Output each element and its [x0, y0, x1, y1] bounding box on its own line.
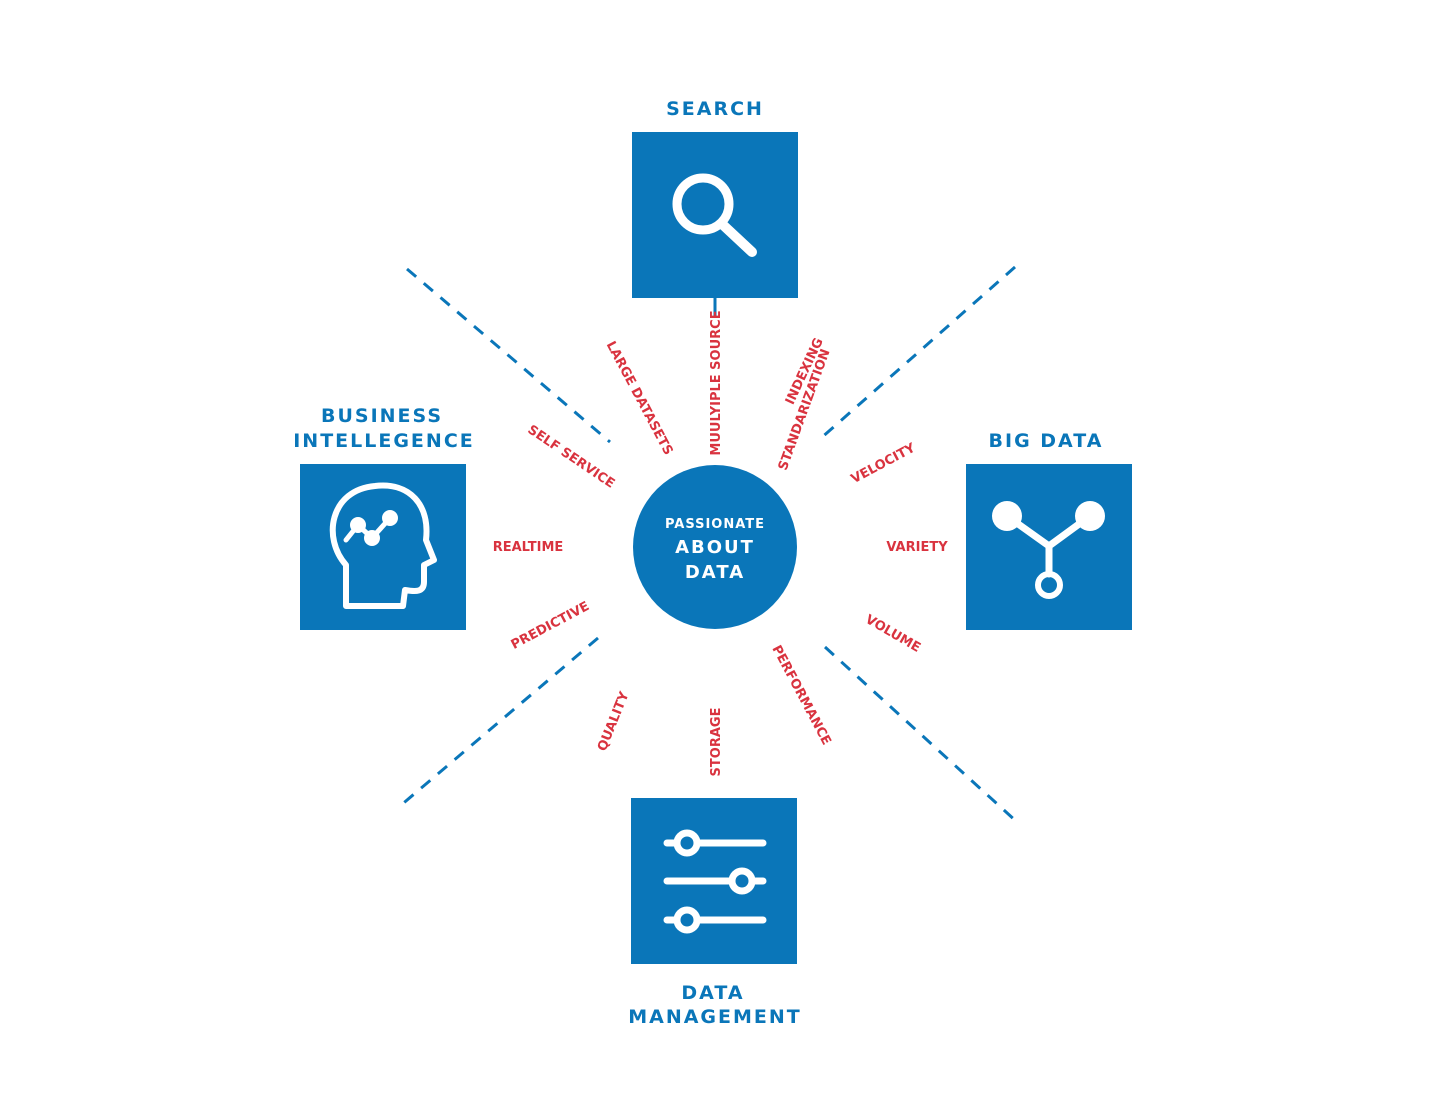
bi-title-line2: INTELLEGENCE [293, 430, 475, 452]
bi-title-line1: BUSINESS [321, 405, 443, 427]
tag-multiple-source: MUULYIPLE SOURCE [709, 310, 724, 455]
sliders-icon [663, 829, 767, 934]
center-line1: PASSIONATE [665, 517, 765, 532]
dashed-line-bottom-left [399, 636, 599, 808]
head-analytics-icon [329, 482, 437, 609]
search-title: SEARCH [666, 98, 764, 120]
dm-title-line1: DATA [681, 982, 744, 1004]
tag-predictive: PREDICTIVE [509, 599, 592, 653]
dashed-line-top-right [819, 265, 1016, 441]
tag-self-service: SELF SERVICE [525, 422, 618, 491]
tag-performance: PERFORMANCE [768, 643, 833, 748]
bigdata-title: BIG DATA [989, 430, 1104, 452]
search-box [632, 132, 798, 298]
tag-storage: STORAGE [709, 708, 724, 777]
center-circle [633, 465, 797, 629]
tag-velocity: VELOCITY [849, 440, 919, 487]
tag-variety: VARIETY [886, 540, 948, 555]
dashed-line-bottom-right [823, 645, 1019, 824]
tag-volume: VOLUME [863, 612, 923, 656]
dashed-line-top-left [406, 267, 611, 444]
magnifier-icon [672, 173, 757, 257]
bi-box [300, 464, 466, 630]
tag-quality: QUALITY [595, 689, 633, 753]
center-line3: DATA [685, 562, 745, 583]
tag-large-datasets: LARGE DATASETS [603, 339, 676, 458]
dm-title-line2: MANAGEMENT [628, 1006, 802, 1028]
network-nodes-icon [992, 501, 1105, 599]
tag-realtime: REALTIME [493, 540, 564, 555]
center-line2: ABOUT [675, 537, 755, 558]
